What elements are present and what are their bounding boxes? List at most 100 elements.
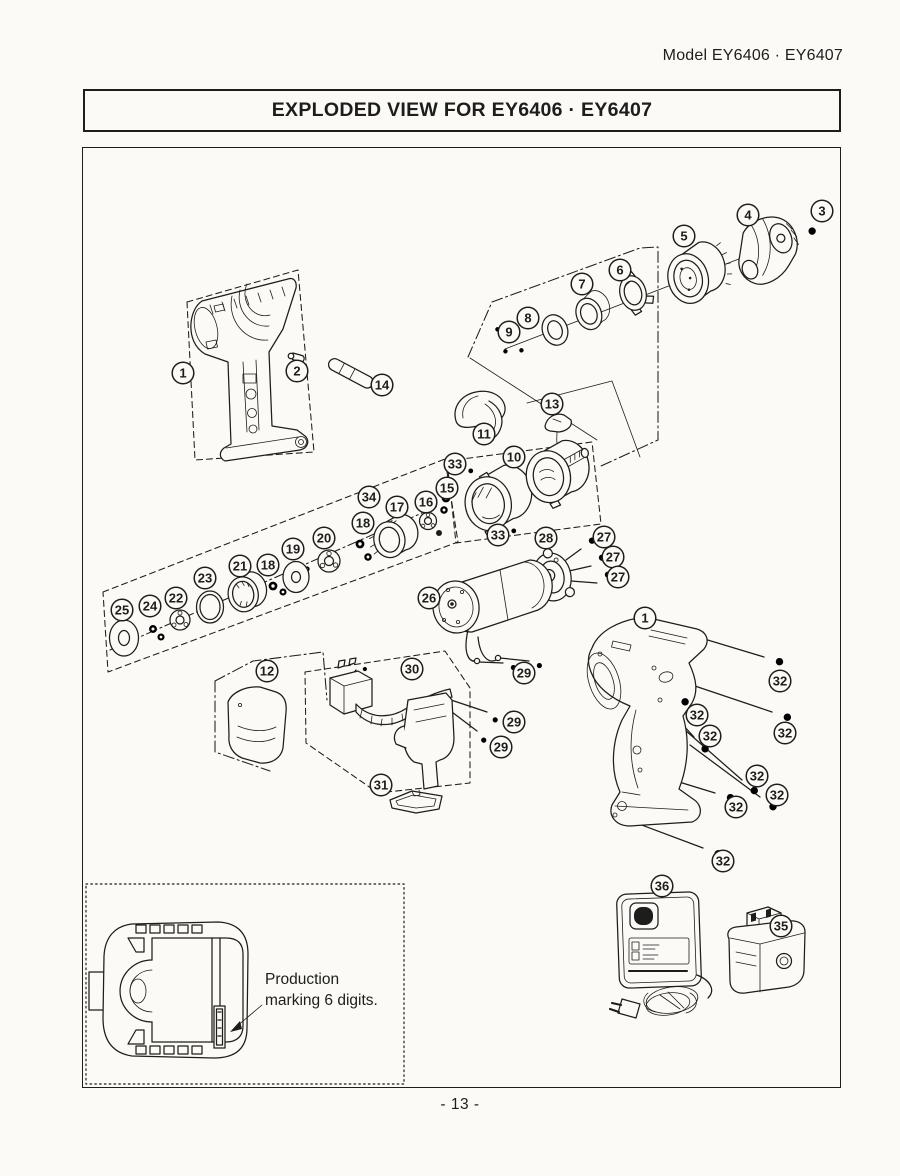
svg-text:24: 24 [143,599,158,614]
svg-text:32: 32 [703,729,717,744]
callout-17: 17 [385,495,409,519]
svg-text:31: 31 [374,778,388,793]
part-nut-18a [355,539,365,549]
svg-text:23: 23 [198,571,212,586]
callout-5: 5 [672,224,696,248]
svg-text:19: 19 [286,542,300,557]
svg-text:1: 1 [179,366,186,381]
callout-2: 2 [285,359,309,383]
svg-text:33: 33 [491,528,505,543]
page-title: EXPLODED VIEW FOR EY6406 · EY6407 [271,99,653,121]
svg-text:17: 17 [390,500,404,515]
part-washer-18a2 [364,553,372,561]
part-bit-holder-14 [327,358,374,389]
svg-text:21: 21 [233,559,247,574]
svg-text:27: 27 [611,570,625,585]
part-switch-30 [329,657,455,790]
part-carrier-22 [169,609,191,631]
part-motor-26 [432,559,553,665]
svg-text:35: 35 [774,919,788,934]
callout-9: 9 [497,320,521,344]
svg-text:5: 5 [680,229,687,244]
callout-22: 22 [164,586,188,610]
callout-27: 27 [606,565,630,589]
callout-25: 25 [110,598,134,622]
svg-text:16: 16 [419,495,433,510]
callout-23: 23 [193,566,217,590]
callout-11: 11 [472,422,496,446]
svg-text:2: 2 [293,364,300,379]
callout-32: 32 [768,669,792,693]
part-bit-holder-11 [454,390,506,443]
part-ring-gear-21 [227,571,268,613]
part-washer-25 [108,619,140,657]
svg-text:27: 27 [597,530,611,545]
svg-text:18: 18 [261,558,275,573]
svg-text:33: 33 [448,457,462,472]
inset-battery-bottom-view [88,921,263,1059]
title-box: EXPLODED VIEW FOR EY6406 · EY6407 [83,89,841,132]
part-screw-3 [797,223,818,246]
svg-text:32: 32 [750,769,764,784]
part-washer-8 [541,314,569,346]
callout-8: 8 [516,306,540,330]
svg-text:10: 10 [507,450,521,465]
part-screw-32a [763,652,784,669]
callout-28: 28 [534,526,558,550]
part-charger-36 [608,891,713,1019]
svg-text:36: 36 [655,879,669,894]
callout-32: 32 [773,721,797,745]
callout-16: 16 [414,490,438,514]
callout-14: 14 [370,373,394,397]
svg-text:6: 6 [616,263,623,278]
callout-32: 32 [724,795,748,819]
callout-30: 30 [400,657,424,681]
svg-text:29: 29 [517,666,531,681]
svg-text:1: 1 [641,611,648,626]
part-ring-23 [195,590,225,624]
svg-text:32: 32 [778,726,792,741]
callout-32: 32 [711,849,735,873]
callout-32: 32 [765,783,789,807]
svg-text:8: 8 [524,311,531,326]
part-bearing-7 [575,290,611,331]
svg-text:9: 9 [505,325,512,340]
part-chuck-4 [738,216,800,285]
svg-text:32: 32 [773,674,787,689]
svg-text:3: 3 [818,204,825,219]
callout-15: 15 [435,476,459,500]
svg-text:14: 14 [375,378,390,393]
part-gearcase-left-10 [464,464,533,537]
part-carrier-20 [317,549,341,573]
page-number: - 13 - [440,1096,480,1113]
svg-text:29: 29 [507,715,521,730]
part-housing-right [586,616,708,827]
callout-32: 32 [745,764,769,788]
svg-text:4: 4 [744,208,752,223]
part-screw-29c [484,711,500,724]
svg-text:22: 22 [169,591,183,606]
assembly-boundary-lines [85,236,797,1085]
callout-24: 24 [138,594,162,618]
callout-29: 29 [489,735,513,759]
production-note: Production marking 6 digits. [265,969,378,1011]
part-battery-35 [727,906,806,994]
callout-27: 27 [601,545,625,569]
svg-text:27: 27 [606,550,620,565]
callout-13: 13 [540,392,564,416]
callout-33: 33 [443,452,467,476]
part-washer-24a [149,625,157,633]
callout-18: 18 [351,511,375,535]
callout-10: 10 [502,445,526,469]
part-housing-left [190,277,309,462]
callout-20: 20 [312,526,336,550]
callout-29: 29 [502,710,526,734]
part-clutch-plate-6 [619,271,655,316]
svg-text:26: 26 [422,591,436,606]
part-pinion-16 [418,511,442,536]
svg-text:11: 11 [477,427,491,442]
production-note-line1: Production [265,971,340,988]
part-washer-19 [282,560,310,594]
